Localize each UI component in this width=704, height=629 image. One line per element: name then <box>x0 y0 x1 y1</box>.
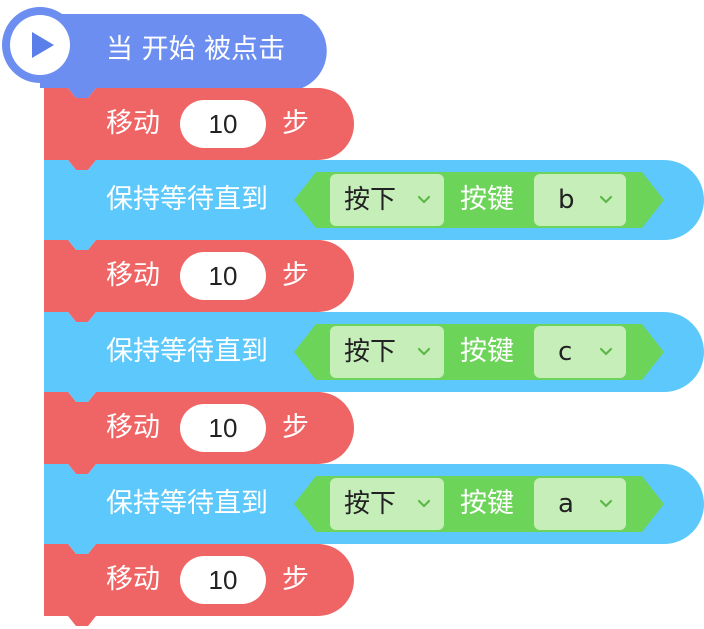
when-start-clicked-hat-block[interactable] <box>2 7 327 98</box>
hat-block-label: 当 开始 被点击 <box>106 34 286 65</box>
key-value: a <box>558 489 574 519</box>
key-value: b <box>558 185 575 215</box>
wait-until-label: 保持等待直到 <box>106 336 268 367</box>
steps-unit-label: 步 <box>282 564 309 595</box>
chevron-down-icon <box>599 347 613 356</box>
key-dropdown[interactable]: b <box>534 174 626 226</box>
steps-input[interactable]: 10 <box>180 556 266 604</box>
move-label: 移动 <box>106 412 160 443</box>
condition-dropdown[interactable]: 按下 <box>330 478 444 530</box>
chevron-down-icon <box>417 499 431 508</box>
condition-dropdown[interactable]: 按下 <box>330 174 444 226</box>
steps-input[interactable]: 10 <box>180 252 266 300</box>
chevron-down-icon <box>417 347 431 356</box>
key-label: 按键 <box>460 184 514 215</box>
condition-value: 按下 <box>344 489 397 519</box>
wait-until-label: 保持等待直到 <box>106 184 268 215</box>
key-dropdown[interactable]: c <box>534 326 626 378</box>
key-label: 按键 <box>460 336 514 367</box>
move-label: 移动 <box>106 564 160 595</box>
steps-unit-label: 步 <box>282 260 309 291</box>
key-dropdown[interactable]: a <box>534 478 626 530</box>
move-label: 移动 <box>106 260 160 291</box>
wait-until-label: 保持等待直到 <box>106 488 268 519</box>
key-value: c <box>558 337 573 367</box>
move-label: 移动 <box>106 108 160 139</box>
steps-unit-label: 步 <box>282 412 309 443</box>
key-label: 按键 <box>460 488 514 519</box>
condition-dropdown[interactable]: 按下 <box>330 326 444 378</box>
chevron-down-icon <box>417 195 431 204</box>
steps-input[interactable]: 10 <box>180 404 266 452</box>
condition-value: 按下 <box>344 185 397 215</box>
steps-unit-label: 步 <box>282 108 309 139</box>
play-icon <box>32 32 54 58</box>
condition-value: 按下 <box>344 337 397 367</box>
chevron-down-icon <box>599 195 613 204</box>
chevron-down-icon <box>599 499 613 508</box>
steps-input[interactable]: 10 <box>180 100 266 148</box>
